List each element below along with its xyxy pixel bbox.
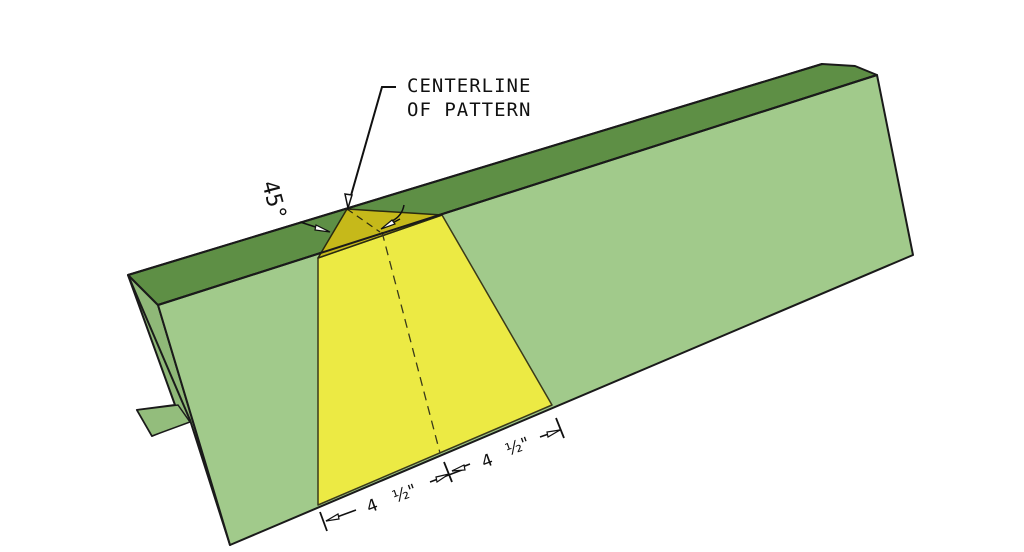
dimension-mid-tick <box>443 461 453 483</box>
notch-fold-line <box>346 208 381 233</box>
front-face <box>157 74 914 546</box>
dimension-left-fraction: ½" <box>390 481 420 508</box>
centerline <box>381 231 441 454</box>
angle-label: 45° <box>256 178 290 223</box>
centerline-callout: CENTERLINE OF PATTERN <box>344 75 531 211</box>
dimension-right-fraction: ½" <box>503 434 533 461</box>
callout-line-2: OF PATTERN <box>407 99 531 121</box>
callout-line-1: CENTERLINE <box>407 75 531 97</box>
dimension-right-whole: 4 <box>479 450 496 472</box>
dimension-left-whole: 4 <box>364 495 381 517</box>
